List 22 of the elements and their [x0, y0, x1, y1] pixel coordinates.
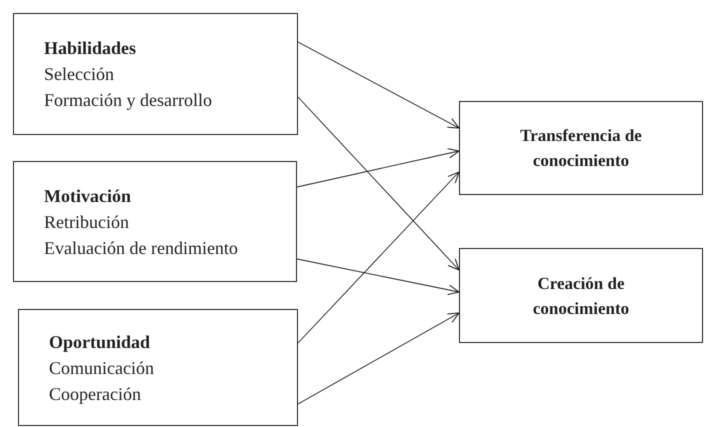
list-item: Selección — [44, 63, 114, 86]
arrow — [298, 312, 460, 404]
list-item: Retribución — [44, 210, 129, 234]
list-item: Evaluación de rendimiento — [44, 236, 238, 260]
list-item: Comunicación — [49, 356, 154, 380]
factor-box — [13, 13, 298, 135]
arrow — [298, 42, 460, 128]
list-item: Cooperación — [49, 382, 141, 406]
factor-box — [18, 309, 298, 426]
list-item: Formación y desarrollo — [44, 89, 212, 112]
arrow — [298, 96, 460, 270]
box-heading: Motivación — [44, 184, 131, 208]
box-title: Creación de conocimiento — [532, 272, 630, 320]
arrow — [296, 258, 460, 296]
box-heading: Oportunidad — [49, 330, 150, 354]
arrow — [296, 148, 460, 188]
factor-box — [13, 161, 297, 282]
outcome-box — [459, 248, 703, 343]
outcome-box — [459, 101, 703, 195]
arrow — [298, 172, 460, 344]
box-heading: Habilidades — [44, 37, 136, 60]
box-title: Transferencia de conocimiento — [519, 125, 643, 172]
